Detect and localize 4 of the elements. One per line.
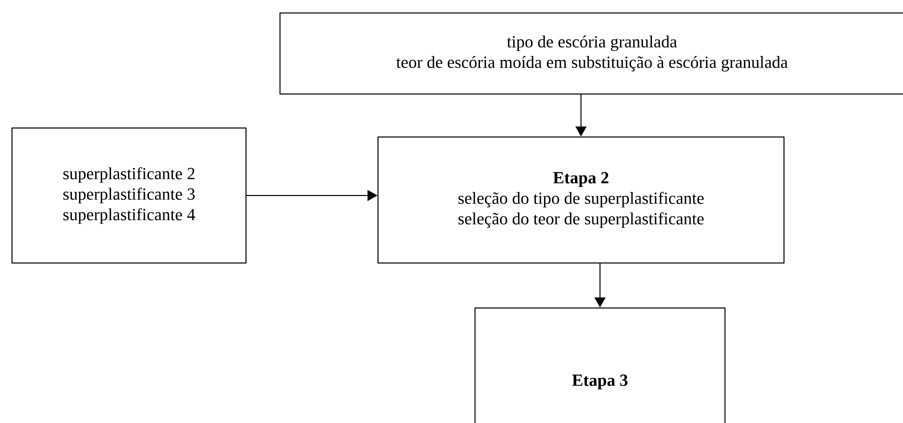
stage-box: Etapa 2 seleção do tipo de superplastificante seleção do teor de superplastificante [378, 136, 784, 264]
input-box: tipo de escória granulada teor de escória moída em substituição à escória granulada [280, 12, 903, 94]
input-box: superplastificante 2 superplastificante 3 superplastificante 4 [12, 128, 246, 264]
stage-box: Etapa 3 [474, 307, 726, 423]
